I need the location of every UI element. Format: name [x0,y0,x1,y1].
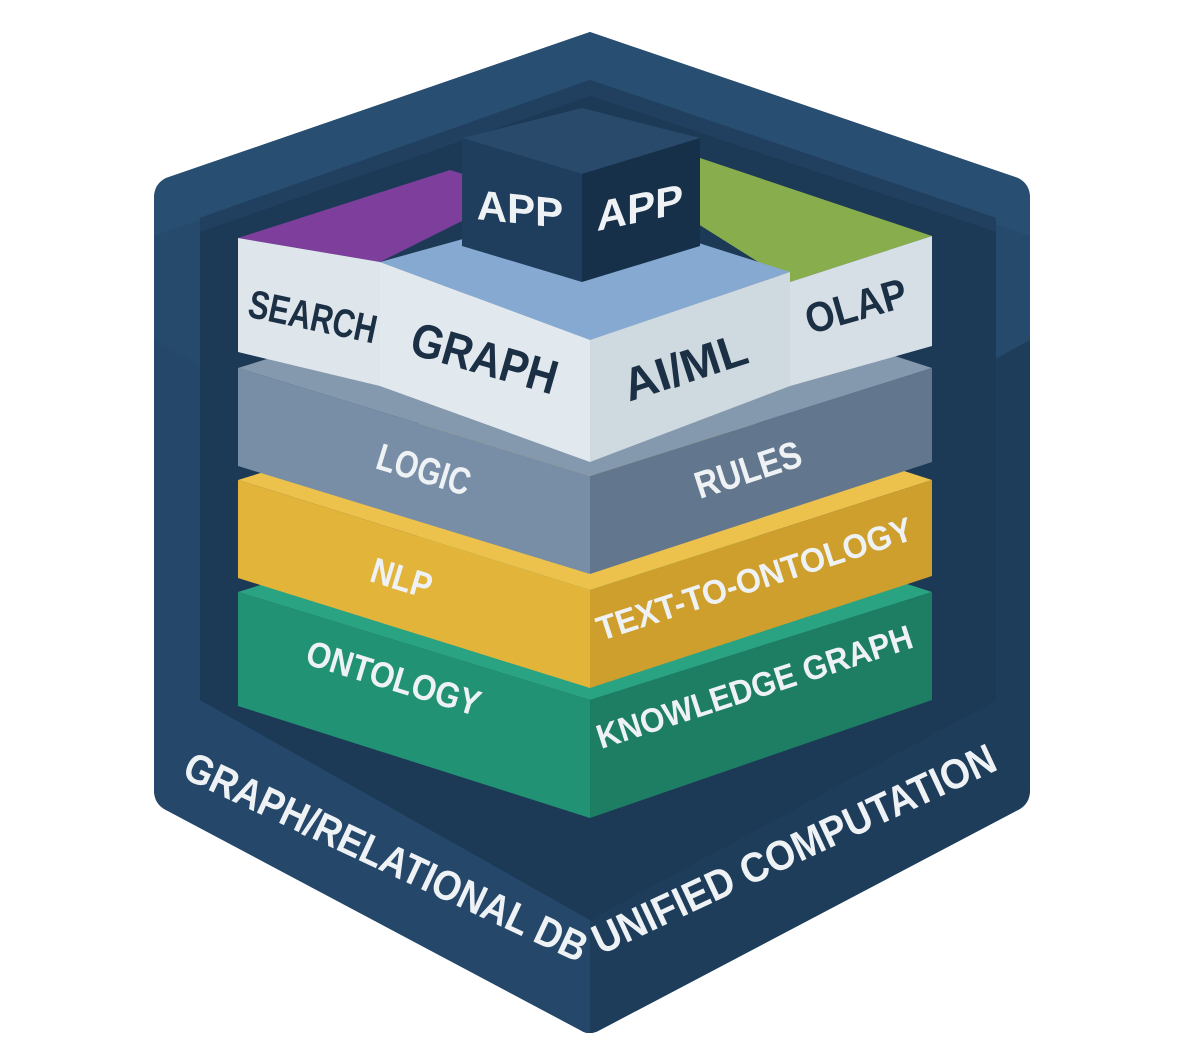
module-olap[interactable] [660,158,932,386]
ontology-left-face [238,592,590,818]
search-top [238,170,520,262]
nlp-right-face [590,480,932,688]
nlp-left-face [238,480,590,688]
logic-right-face [590,368,932,574]
app-left-label: APP [477,181,563,237]
app-cube-top [462,108,700,174]
graph-left-face [380,262,590,462]
olap-top [660,158,932,282]
app-cube[interactable] [462,108,700,282]
logic-left-face [238,368,590,574]
outer-shell-top-rim [154,32,1030,236]
ontology-right-face [590,592,932,818]
app-cube-right-face [582,138,700,282]
olap-front-face [790,236,932,386]
search-front-face [238,238,380,386]
module-search[interactable] [238,170,520,386]
app-cube-left-face [462,138,582,282]
aiml-right-face [590,272,790,462]
